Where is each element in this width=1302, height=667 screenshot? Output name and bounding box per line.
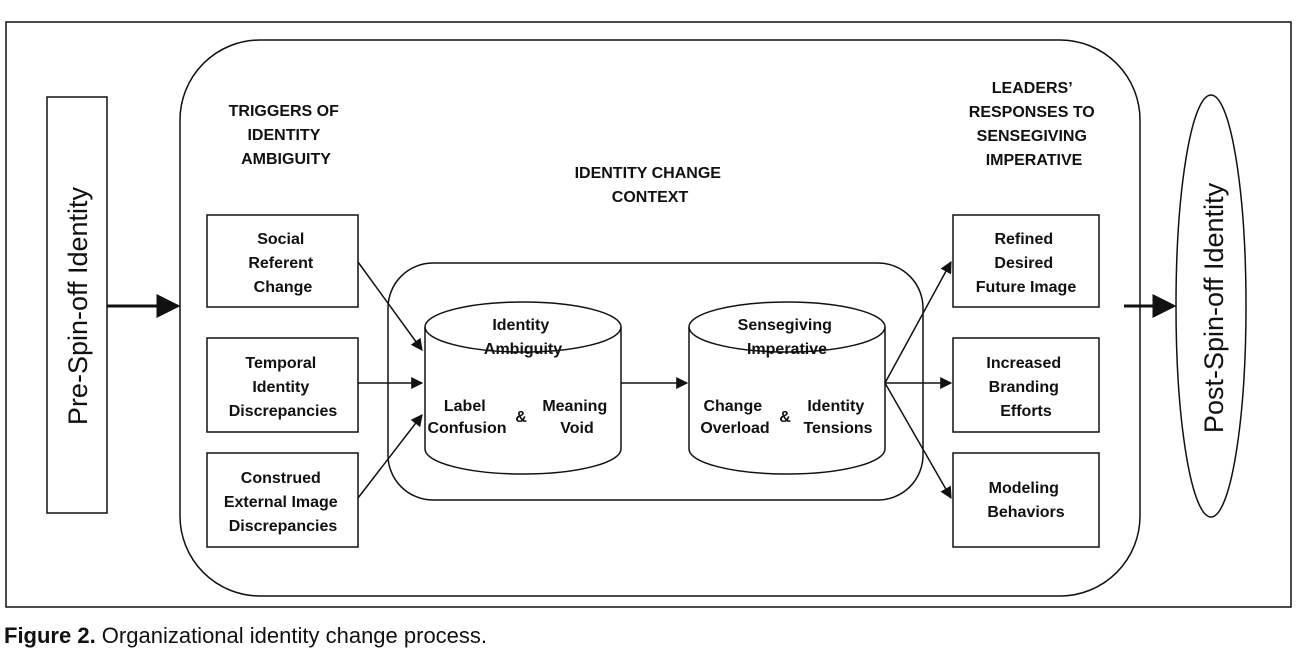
response-box-refined-image: [952, 214, 1100, 308]
trigger-box-construed: [206, 452, 359, 548]
trigger-label-social-referent: Social Referent Change: [248, 231, 317, 296]
response-label-branding: Increased Branding Efforts: [986, 355, 1065, 420]
connector-arrows: [107, 260, 1177, 500]
figure-caption-text: Organizational identity change process.: [95, 623, 488, 648]
post-spin-off-label: Post-Spin-off Identity: [1199, 182, 1229, 433]
main-process-container: [179, 39, 1141, 597]
context-heading: IDENTITY CHANGE CONTEXT: [575, 165, 726, 206]
outer-frame: [5, 21, 1292, 608]
figure-caption: Figure 2. Organizational identity change…: [4, 623, 487, 649]
sensegiving-imperative-title: Sensegiving Imperative: [738, 317, 837, 358]
sensegiving-imperative-cylinder: [688, 301, 886, 475]
meaning-void-label: Meaning Void: [542, 398, 611, 437]
pre-spin-off-box: [46, 96, 108, 514]
responses-heading: LEADERS’ RESPONSES TO SENSEGIVING IMPERA…: [969, 80, 1099, 169]
triggers-heading: TRIGGERS OF IDENTITY AMBIGUITY: [229, 103, 344, 168]
identity-ambiguity-title: Identity Ambiguity: [484, 317, 562, 358]
response-box-modeling: [952, 452, 1100, 548]
change-overload-label: Change Overload: [700, 398, 769, 437]
identity-tensions-label: Identity Tensions: [803, 398, 872, 437]
trigger-label-construed: Construed External Image Discrepancies: [224, 470, 342, 535]
identity-change-context-box: [387, 262, 924, 501]
trigger-box-temporal: [206, 337, 359, 433]
pre-spin-off-label: Pre-Spin-off Identity: [63, 186, 93, 425]
trigger-label-temporal: Temporal Identity Discrepancies: [229, 355, 338, 420]
figure-caption-label: Figure 2.: [4, 623, 96, 648]
response-box-branding: [952, 337, 1100, 433]
arrow-sensegiving-to-modeling: [884, 382, 952, 500]
trigger-box-social-referent: [206, 214, 359, 308]
identity-ambiguity-cylinder: [424, 301, 622, 475]
arrow-construed-to-ambiguity: [357, 414, 423, 499]
response-label-refined-image: Refined Desired Future Image: [976, 231, 1077, 296]
response-label-modeling: Modeling Behaviors: [987, 480, 1064, 521]
arrow-social-to-ambiguity: [357, 261, 423, 351]
arrow-sensegiving-to-refined: [884, 260, 952, 384]
ambiguity-ampersand: &: [515, 409, 527, 426]
sensegiving-ampersand: &: [779, 409, 791, 426]
label-confusion-label: Label Confusion: [427, 398, 506, 437]
